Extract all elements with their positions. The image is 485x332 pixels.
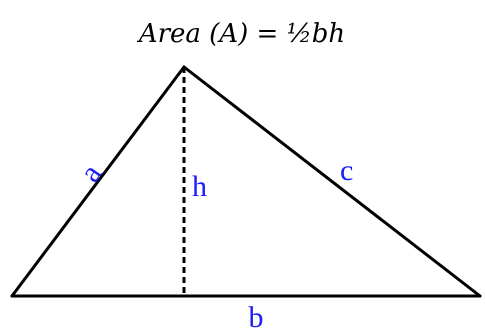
area-formula: Area (A) = ½bh [137,19,345,49]
side-a-line [10,65,186,298]
base-label: b [249,301,264,332]
side-c-line [182,65,482,298]
side-c-label: c [340,154,353,187]
triangle [10,65,482,298]
height-label: h [192,170,207,203]
